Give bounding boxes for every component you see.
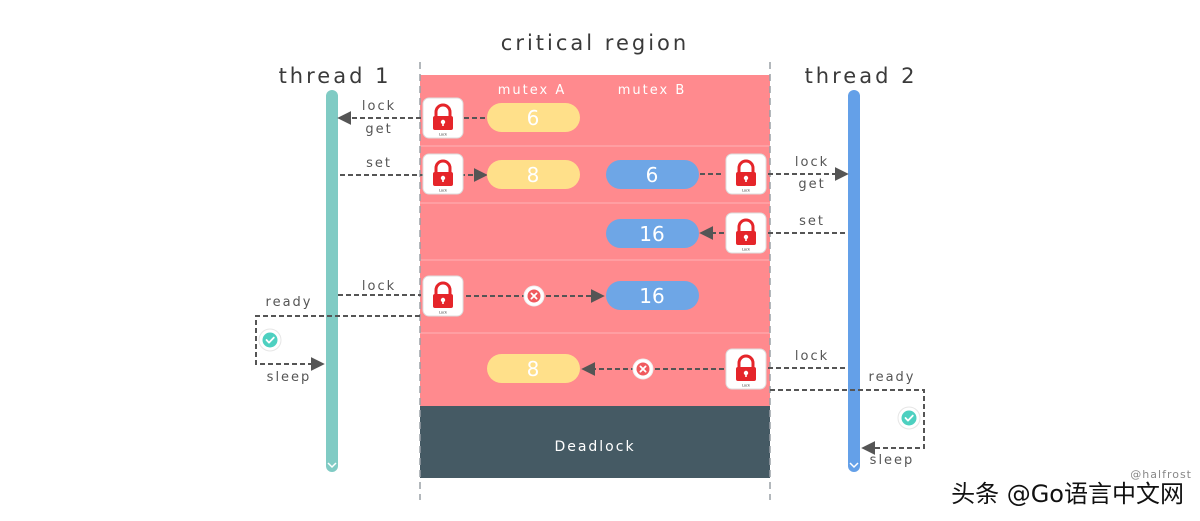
row1-mutex-a-pill bbox=[487, 103, 580, 132]
row4-blocked-icon bbox=[523, 285, 545, 307]
row5-mutex-a-value: 8 bbox=[527, 357, 540, 381]
row5-mutex-a-pill bbox=[487, 354, 580, 383]
row4-check-icon bbox=[258, 328, 282, 352]
thread1-label: thread 1 bbox=[279, 64, 392, 88]
row2-mutex-a-value: 8 bbox=[527, 163, 540, 187]
thread2-bar bbox=[848, 90, 860, 472]
row-2: set 8 6 lock get bbox=[340, 152, 849, 196]
row-separators bbox=[420, 145, 770, 334]
thread2-label: thread 2 bbox=[805, 64, 918, 88]
row5-blocked-icon bbox=[632, 358, 654, 380]
mutex-a-label: mutex A bbox=[498, 83, 567, 98]
row4-lock-icon bbox=[421, 274, 465, 318]
author-credit: @halfrost bbox=[1130, 468, 1192, 481]
row2-mutex-b-pill bbox=[606, 160, 699, 189]
row5-sleep-label: sleep bbox=[870, 453, 915, 468]
row2-mutex-b-value: 6 bbox=[646, 163, 659, 187]
row1-lock-label: lock bbox=[362, 99, 396, 114]
row1-lock-icon bbox=[421, 96, 465, 140]
row-4: lock 16 ready sleep bbox=[255, 274, 699, 385]
row4-mutex-b-value: 16 bbox=[639, 284, 664, 308]
row4-sleep-label: sleep bbox=[267, 370, 312, 385]
row3-lock-icon bbox=[724, 211, 768, 255]
critical-region-title: critical region bbox=[501, 31, 689, 55]
row-1: lock get 6 bbox=[337, 96, 580, 140]
row5-lock-icon bbox=[724, 347, 768, 391]
row2-lock-icon-b bbox=[724, 152, 768, 196]
row2-set-label: set bbox=[366, 156, 392, 171]
row2-lock-icon-a bbox=[421, 152, 465, 196]
critical-region bbox=[420, 75, 770, 406]
deadlock-label: Deadlock bbox=[554, 439, 635, 455]
row1-get-label: get bbox=[365, 122, 392, 137]
row-3: 16 set bbox=[606, 211, 848, 255]
row3-mutex-b-value: 16 bbox=[639, 222, 664, 246]
row2-mutex-a-pill bbox=[487, 160, 580, 189]
row3-mutex-b-pill bbox=[606, 219, 699, 248]
row1-mutex-a-value: 6 bbox=[527, 106, 540, 130]
row5-lock-label: lock bbox=[795, 349, 829, 364]
row5-ready-label: ready bbox=[869, 370, 916, 385]
row4-mutex-b-pill bbox=[606, 281, 699, 310]
row4-lock-label: lock bbox=[362, 279, 396, 294]
watermark-text: 头条 @Go语言中文网 bbox=[951, 480, 1184, 508]
watermark: 头条 @Go语言中文网 bbox=[950, 479, 1186, 510]
deadlock-box bbox=[420, 406, 770, 478]
mutex-b-label: mutex B bbox=[618, 83, 687, 98]
row2-lock-label: lock bbox=[795, 155, 829, 170]
row-5: 8 lock ready sleep bbox=[487, 347, 925, 468]
row5-check-icon bbox=[897, 406, 921, 430]
thread1-bar bbox=[326, 90, 338, 472]
row3-set-label: set bbox=[799, 214, 825, 229]
row2-get-label: get bbox=[798, 177, 825, 192]
row4-ready-label: ready bbox=[266, 295, 313, 310]
